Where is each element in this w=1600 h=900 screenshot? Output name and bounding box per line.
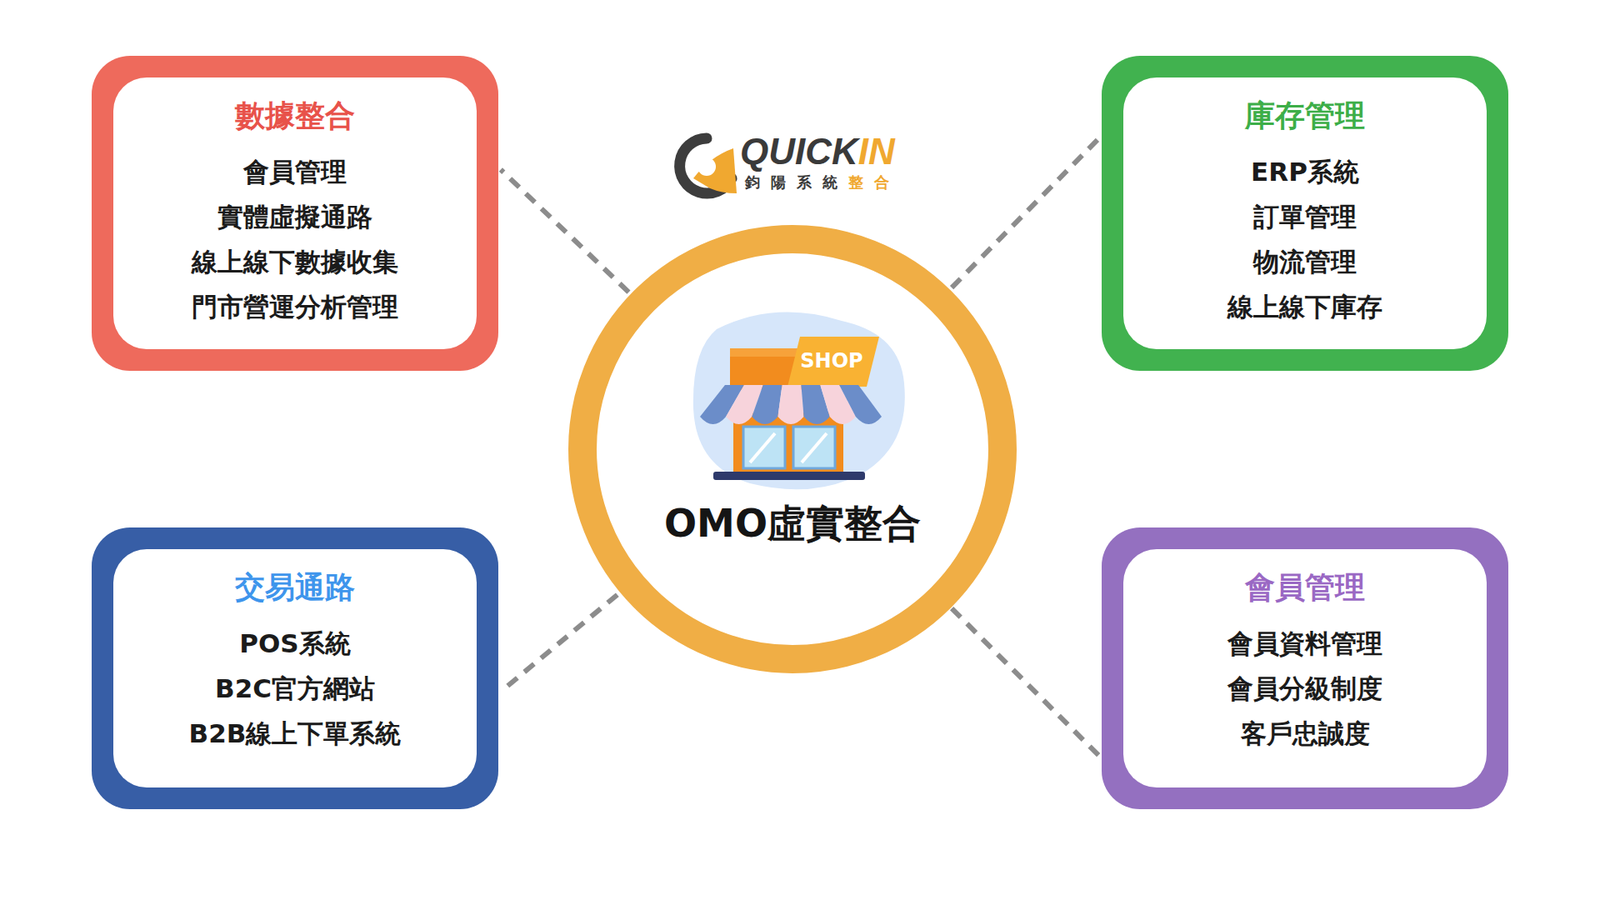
box-item: 線上線下數據收集 xyxy=(191,239,399,285)
category-box: 庫存管理 ERP系統訂單管理物流管理線上線下庫存 xyxy=(1101,55,1509,371)
box-heading: 庫存管理 xyxy=(1245,95,1365,136)
box-item: 會員分級制度 xyxy=(1227,665,1383,711)
center-title: OMO虛實整合 xyxy=(664,500,921,547)
dashed-connector xyxy=(951,608,1100,756)
box-item: 線上線下庫存 xyxy=(1227,284,1383,330)
box-heading: 會員管理 xyxy=(1245,567,1365,608)
category-box: 數據整合會員管理實體虛擬通路線上線下數據收集門市營運分析管理 xyxy=(91,55,499,371)
shop-illustration xyxy=(693,312,905,490)
box-item: POS系統 xyxy=(239,620,350,666)
awning-stripe xyxy=(777,385,804,425)
dashed-connector xyxy=(951,138,1100,289)
logo-subtitle: 鈞陽系統 xyxy=(745,173,849,191)
box-item: 門市營運分析管理 xyxy=(191,284,399,330)
box-item: 物流管理 xyxy=(1253,239,1357,285)
logo-icon xyxy=(680,138,737,194)
dashed-connector xyxy=(500,169,630,292)
box-item: B2C官方網站 xyxy=(215,665,375,711)
center-circle: OMO虛實整合 xyxy=(568,225,1017,674)
box-heading: 交易通路 xyxy=(235,567,355,608)
logo-subtitle: 整合 xyxy=(848,173,900,191)
box-item: B2B線上下單系統 xyxy=(189,710,402,756)
category-box: 會員管理會員資料管理會員分級制度客戶忠誠度 xyxy=(1101,527,1509,810)
dashed-connector xyxy=(500,595,618,692)
logo-word: IN xyxy=(858,130,895,172)
box-panel: 交易通路 POS系統B2C官方網站B2B線上下單系統 xyxy=(113,549,477,788)
box-panel: 會員管理會員資料管理會員分級制度客戶忠誠度 xyxy=(1123,549,1487,788)
box-item: 實體虛擬通路 xyxy=(217,194,373,240)
awning-stripe xyxy=(839,385,882,425)
box-item: 會員資料管理 xyxy=(1227,620,1383,666)
box-panel: 庫存管理 ERP系統訂單管理物流管理線上線下庫存 xyxy=(1123,77,1487,350)
box-item: 客戶忠誠度 xyxy=(1240,710,1370,756)
shop-sign-text: SHOP xyxy=(790,346,874,375)
category-box: 交易通路 POS系統B2C官方網站B2B線上下單系統 xyxy=(91,527,499,810)
logo-word: QUICK xyxy=(740,130,859,172)
awning-stripe xyxy=(751,385,782,425)
box-item: ERP系統 xyxy=(1250,149,1360,195)
box-item: 會員管理 xyxy=(243,149,347,195)
box-heading: 數據整合 xyxy=(235,95,355,136)
logo: QUICKIN 鈞陽系統整合 xyxy=(740,131,900,194)
box-item: 訂單管理 xyxy=(1253,194,1357,240)
box-panel: 數據整合會員管理實體虛擬通路線上線下數據收集門市營運分析管理 xyxy=(113,77,477,350)
